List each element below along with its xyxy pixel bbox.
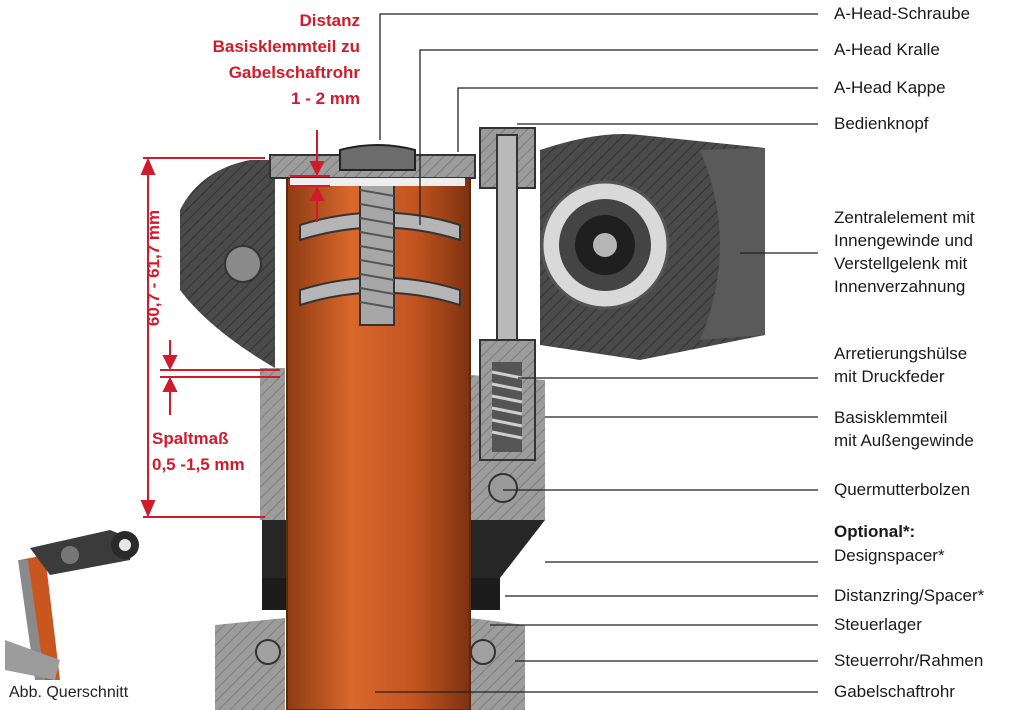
gap-dimension: Spaltmaß 0,5 -1,5 mm — [152, 426, 245, 478]
distance-note-line: Distanz — [299, 11, 360, 30]
label-designspacer: Designspacer* — [834, 546, 945, 565]
label-a-head-kralle: A-Head Kralle — [834, 40, 940, 59]
distance-note-line: Gabelschaftrohr — [228, 63, 360, 82]
inset-thumbnail — [5, 530, 155, 680]
label-zentralelement: Verstellgelenk mit — [834, 254, 968, 273]
label-optional: Optional*: — [834, 522, 916, 541]
distance-note-line: Basisklemmteil zu — [212, 37, 360, 56]
gap-dimension-line: 0,5 -1,5 mm — [152, 455, 245, 474]
label-quermutterbolzen: Quermutterbolzen — [834, 480, 971, 499]
distanzring — [262, 578, 500, 610]
label-steuerlager: Steuerlager — [834, 615, 922, 634]
a-head-schraube — [359, 164, 395, 326]
label-basisklemmteil: Basisklemmteil — [834, 408, 948, 427]
label-distanzring: Distanzring/Spacer* — [834, 586, 985, 605]
label-zentralelement: Zentralelement mit — [834, 208, 975, 227]
distance-note: Distanz Basisklemmteil zu Gabelschaftroh… — [100, 8, 360, 112]
label-bedienknopf: Bedienknopf — [834, 114, 929, 133]
zentralelement — [540, 134, 765, 360]
clamp-ear — [180, 160, 275, 368]
label-zentralelement: Innenverzahnung — [834, 277, 966, 296]
designspacer — [262, 520, 545, 578]
label-arretierungshuelse: Arretierungshülse — [834, 344, 968, 363]
distance-note-line: 1 - 2 mm — [291, 89, 360, 108]
label-arretierungshuelse: mit Druckfeder — [834, 367, 945, 386]
label-a-head-kappe: A-Head Kappe — [834, 78, 946, 97]
label-gabelschaftrohr: Gabelschaftrohr — [834, 682, 955, 701]
gap-dimension-line: Spaltmaß — [152, 429, 229, 448]
figure-caption: Abb. Querschnitt — [9, 684, 129, 701]
overall-dimension-label: 60,7 - 61,7 mm — [144, 209, 164, 327]
label-a-head-schraube: A-Head-Schraube — [834, 4, 971, 23]
label-basisklemmteil: mit Außengewinde — [834, 431, 974, 450]
bedienknopf — [479, 127, 536, 461]
leader-lines — [375, 13, 818, 693]
a-head-kappe — [269, 144, 476, 186]
label-steuerrohr: Steuerrohr/Rahmen — [834, 651, 984, 670]
red-dimension-marks — [140, 130, 330, 518]
label-zentralelement: Innengewinde und — [834, 231, 973, 250]
